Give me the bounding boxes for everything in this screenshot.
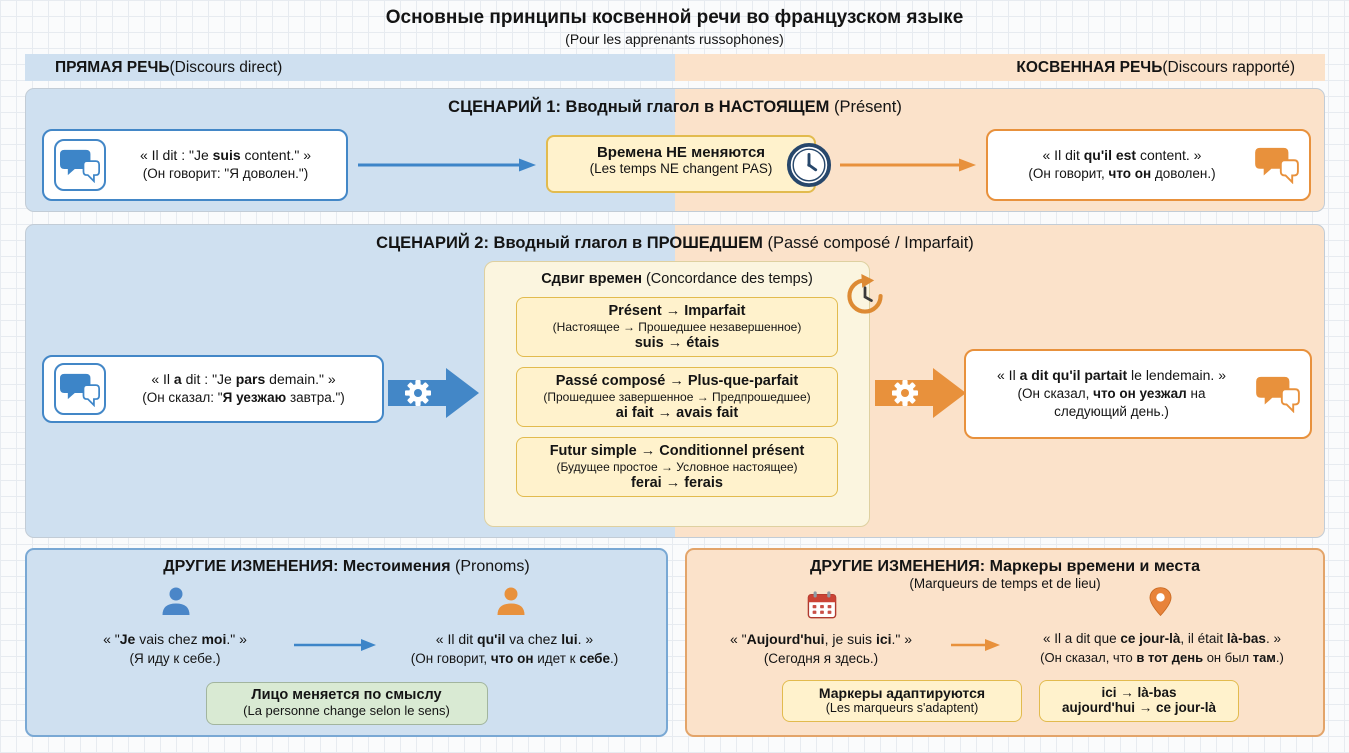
person-icon [495, 586, 527, 616]
markers-direct-text: « "Aujourd'hui, je suis ici." » (Сегодня… [695, 630, 947, 668]
header-direct-speech: ПРЯМАЯ РЕЧЬ (Discours direct) [25, 54, 675, 81]
markers-title: ДРУГИЕ ИЗМЕНЕНИЯ: Маркеры времени и мест… [810, 558, 1200, 575]
tense-rule-russian: (Настоящее → Прошедшее незавершенное) [552, 320, 802, 334]
pronouns-note-main: Лицо меняется по смыслу [251, 687, 442, 703]
markers-subtitle: (Marqueurs de temps et de lieu) [909, 576, 1101, 591]
tense-rule-french: Futur simple → Conditionnel présent [549, 443, 805, 459]
tense-rule-russian: (Прошедшее завершенное → Предпрошедшее) [543, 390, 811, 404]
scenario1-panel: СЦЕНАРИЙ 1: Вводный глагол в НАСТОЯЩЕМ (… [25, 88, 1325, 212]
chat-bubbles-icon [54, 139, 106, 191]
pronouns-direct-russian: (Я иду к себе.) [129, 650, 221, 666]
tense-rule-example: ferai → ferais [631, 475, 723, 491]
right-arrow-icon [358, 158, 536, 172]
calendar-icon [807, 590, 837, 620]
markers-note-sub: (Les marqueurs s'adaptent) [825, 701, 979, 715]
scenario2-direct-text: « Il a dit : "Je pars demain." » (Он ска… [115, 370, 372, 407]
page-subtitle: (Pour les apprenants russophones) [565, 31, 784, 47]
history-clock-icon [843, 274, 887, 318]
scenario1-reported-russian: (Он говорит, что он доволен.) [1028, 166, 1216, 182]
pronouns-note-sub: (La personne change selon le sens) [243, 703, 450, 718]
scenario1-reported-text: « Il dit qu'il est content. » (Он говори… [998, 146, 1246, 183]
scenario1-title: СЦЕНАРИЙ 1: Вводный глагол в НАСТОЯЩЕМ (… [448, 98, 902, 116]
scenario1-direct-russian: (Он говорит: "Я доволен.") [142, 166, 309, 182]
pronouns-panel: ДРУГИЕ ИЗМЕНЕНИЯ: Местоимения (Pronoms) … [25, 548, 668, 737]
tense-rule-example: ai fait → avais fait [615, 405, 739, 421]
scenario2-panel: СЦЕНАРИЙ 2: Вводный глагол в ПРОШЕДШЕМ (… [25, 224, 1325, 538]
scenario1-rule-box: Времена НЕ меняются (Les temps NE change… [546, 135, 832, 193]
tense-rule-russian: (Будущее простое → Условное настоящее) [556, 460, 798, 474]
scenario1-reported-card: « Il dit qu'il est content. » (Он говори… [986, 129, 1311, 201]
markers-direct-french: « "Aujourd'hui, je suis ici." » [729, 631, 913, 647]
tense-rule-present: Présent → Imparfait (Настоящее → Прошедш… [516, 297, 838, 357]
markers-direct-russian: (Сегодня я здесь.) [763, 650, 879, 666]
pronouns-reported-text: « Il dit qu'il va chez lui. » (Он говори… [372, 630, 657, 668]
markers-reported-french: « Il a dit que ce jour-là, il était là-b… [1043, 631, 1281, 646]
scenario1-direct-text: « Il dit : "Je suis content." » (Он гово… [115, 146, 336, 183]
scenario2-reported-card: « Il a dit qu'il partait le lendemain. »… [964, 349, 1312, 439]
concordance-title: Сдвиг времен (Concordance des temps) [541, 271, 813, 287]
pronouns-note: Лицо меняется по смыслу (La personne cha… [205, 682, 488, 725]
tense-rule-passe-compose: Passé composé → Plus-que-parfait (Прошед… [516, 367, 838, 427]
chat-bubbles-icon [54, 363, 106, 415]
rule-main-text: Времена НЕ меняются [596, 144, 766, 161]
gear-arrow-icon [388, 365, 480, 421]
markers-reported-russian: (Он сказал, что в тот день он был там.) [1040, 649, 1284, 665]
tense-rule-example: suis → étais [634, 335, 720, 351]
tense-rule-french: Présent → Imparfait [608, 303, 746, 319]
chat-bubbles-icon [1256, 375, 1300, 413]
markers-note-main: Маркеры адаптируются [818, 685, 986, 701]
pronouns-direct-text: « "Je vais chez moi." » (Я иду к себе.) [49, 630, 301, 668]
pronouns-title: ДРУГИЕ ИЗМЕНЕНИЯ: Местоимения (Pronoms) [163, 558, 530, 575]
pronouns-reported-french: « Il dit qu'il va chez lui. » [435, 631, 594, 647]
scenario2-reported-text: « Il a dit qu'il partait le lendemain. »… [976, 366, 1247, 421]
column-headers: ПРЯМАЯ РЕЧЬ (Discours direct) КОСВЕННАЯ … [25, 54, 1325, 81]
tense-rule-futur: Futur simple → Conditionnel présent (Буд… [516, 437, 838, 497]
gear-icon [892, 380, 918, 406]
scenario2-direct-french: « Il a dit : "Je pars demain." » [151, 371, 336, 388]
person-icon [160, 586, 192, 616]
scenario2-reported-russian: (Он сказал, что он уезжал на следующий д… [1017, 386, 1206, 420]
scenario2-direct-russian: (Он сказал: "Я уезжаю завтра.") [142, 390, 345, 406]
scenario1-reported-french: « Il dit qu'il est content. » [1042, 147, 1202, 164]
rule-sub-text: (Les temps NE changent PAS) [589, 161, 773, 176]
concordance-panel: Сдвиг времен (Concordance des temps) Pré… [484, 261, 883, 527]
scenario2-reported-french: « Il a dit qu'il partait le lendemain. » [997, 367, 1226, 384]
scenario2-direct-card: « Il a dit : "Je pars demain." » (Он ска… [42, 355, 384, 423]
right-arrow-icon [294, 639, 376, 651]
markers-example-1: ici → là-bas [1101, 685, 1177, 700]
pronouns-reported-russian: (Он говорит, что он идет к себе.) [410, 650, 619, 666]
clock-icon [786, 142, 832, 188]
right-arrow-icon [840, 158, 976, 172]
markers-note: Маркеры адаптируются (Les marqueurs s'ad… [782, 680, 1022, 722]
gear-icon [405, 380, 431, 406]
map-pin-icon [1147, 586, 1174, 618]
page-title: Основные принципы косвенной речи во фран… [385, 7, 964, 28]
tense-rule-french: Passé composé → Plus-que-parfait [555, 373, 799, 389]
chat-bubbles-icon [1255, 146, 1299, 184]
markers-example-2: aujourd'hui → ce jour-là [1062, 700, 1216, 715]
markers-examples: ici → là-bas aujourd'hui → ce jour-là [1039, 680, 1239, 722]
gear-arrow-icon [875, 365, 967, 421]
right-arrow-icon [951, 639, 1000, 651]
scenario1-direct-card: « Il dit : "Je suis content." » (Он гово… [42, 129, 348, 201]
scenario2-title: СЦЕНАРИЙ 2: Вводный глагол в ПРОШЕДШЕМ (… [376, 234, 974, 252]
markers-reported-text: « Il a dit que ce jour-là, il était là-b… [1003, 630, 1321, 667]
markers-panel: ДРУГИЕ ИЗМЕНЕНИЯ: Маркеры времени и мест… [685, 548, 1325, 737]
pronouns-direct-french: « "Je vais chez moi." » [103, 631, 247, 647]
header-reported-speech: КОСВЕННАЯ РЕЧЬ (Discours rapporté) [675, 54, 1325, 81]
scenario1-direct-french: « Il dit : "Je suis content." » [139, 147, 312, 164]
